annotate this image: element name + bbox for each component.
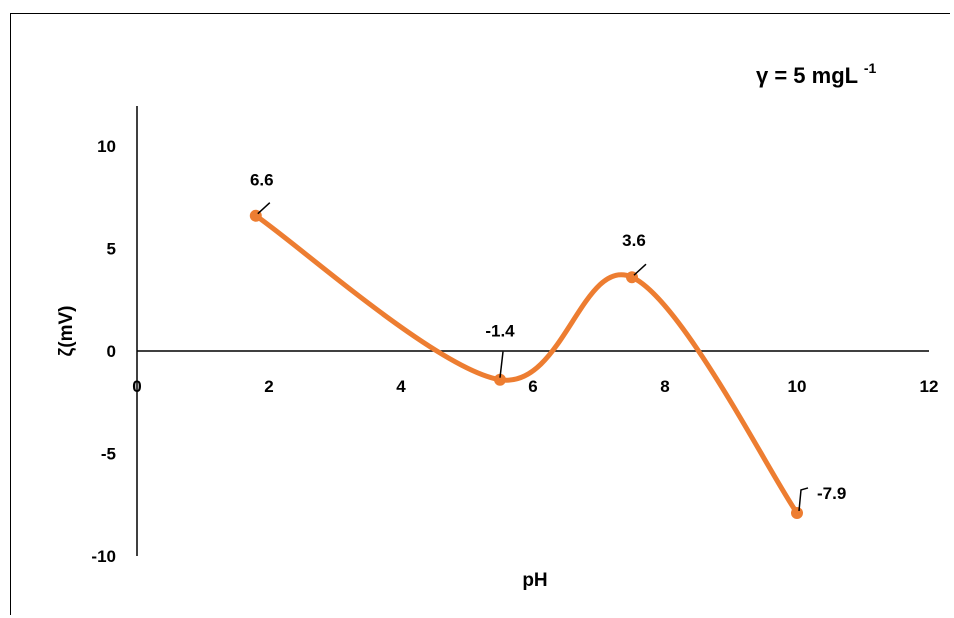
x-tick-label: 6 <box>528 377 537 396</box>
data-point <box>494 373 506 386</box>
data-label: -7.9 <box>817 484 846 503</box>
x-tick-labels: 0 2 4 6 8 10 12 <box>132 377 938 396</box>
y-tick-label: 10 <box>97 137 116 156</box>
data-labels: 6.6 -1.4 3.6 -7.9 <box>250 171 846 512</box>
y-tick-label: -10 <box>91 547 116 566</box>
leader-line <box>257 202 271 215</box>
x-tick-label: 8 <box>660 377 669 396</box>
y-tick-label: 5 <box>107 240 116 259</box>
x-tick-label: 4 <box>396 377 406 396</box>
concentration-annotation: γ = 5 mgL -1 <box>756 60 876 88</box>
data-points <box>249 209 803 519</box>
leader-line <box>798 487 809 512</box>
x-tick-label: 2 <box>264 377 273 396</box>
x-tick-label: 10 <box>788 377 807 396</box>
data-label: 3.6 <box>622 231 646 250</box>
series-line <box>253 213 800 516</box>
y-tick-label: -5 <box>101 445 116 464</box>
x-tick-label: 12 <box>920 377 939 396</box>
data-label: 6.6 <box>250 171 274 190</box>
data-label: -1.4 <box>485 322 515 341</box>
data-point <box>791 506 803 519</box>
annotation-main: γ = 5 mgL <box>756 63 858 88</box>
annotation-superscript: -1 <box>864 60 877 76</box>
y-tick-labels: 10 5 0 -5 -10 <box>91 137 116 566</box>
y-axis-title: ζ(mV) <box>56 306 77 357</box>
x-axis-title: pH <box>522 570 547 591</box>
chart-frame <box>10 13 950 615</box>
x-tick-label: 0 <box>132 377 141 396</box>
leader-line <box>499 351 504 378</box>
leader-line <box>633 263 647 276</box>
y-tick-label: 0 <box>107 342 116 361</box>
